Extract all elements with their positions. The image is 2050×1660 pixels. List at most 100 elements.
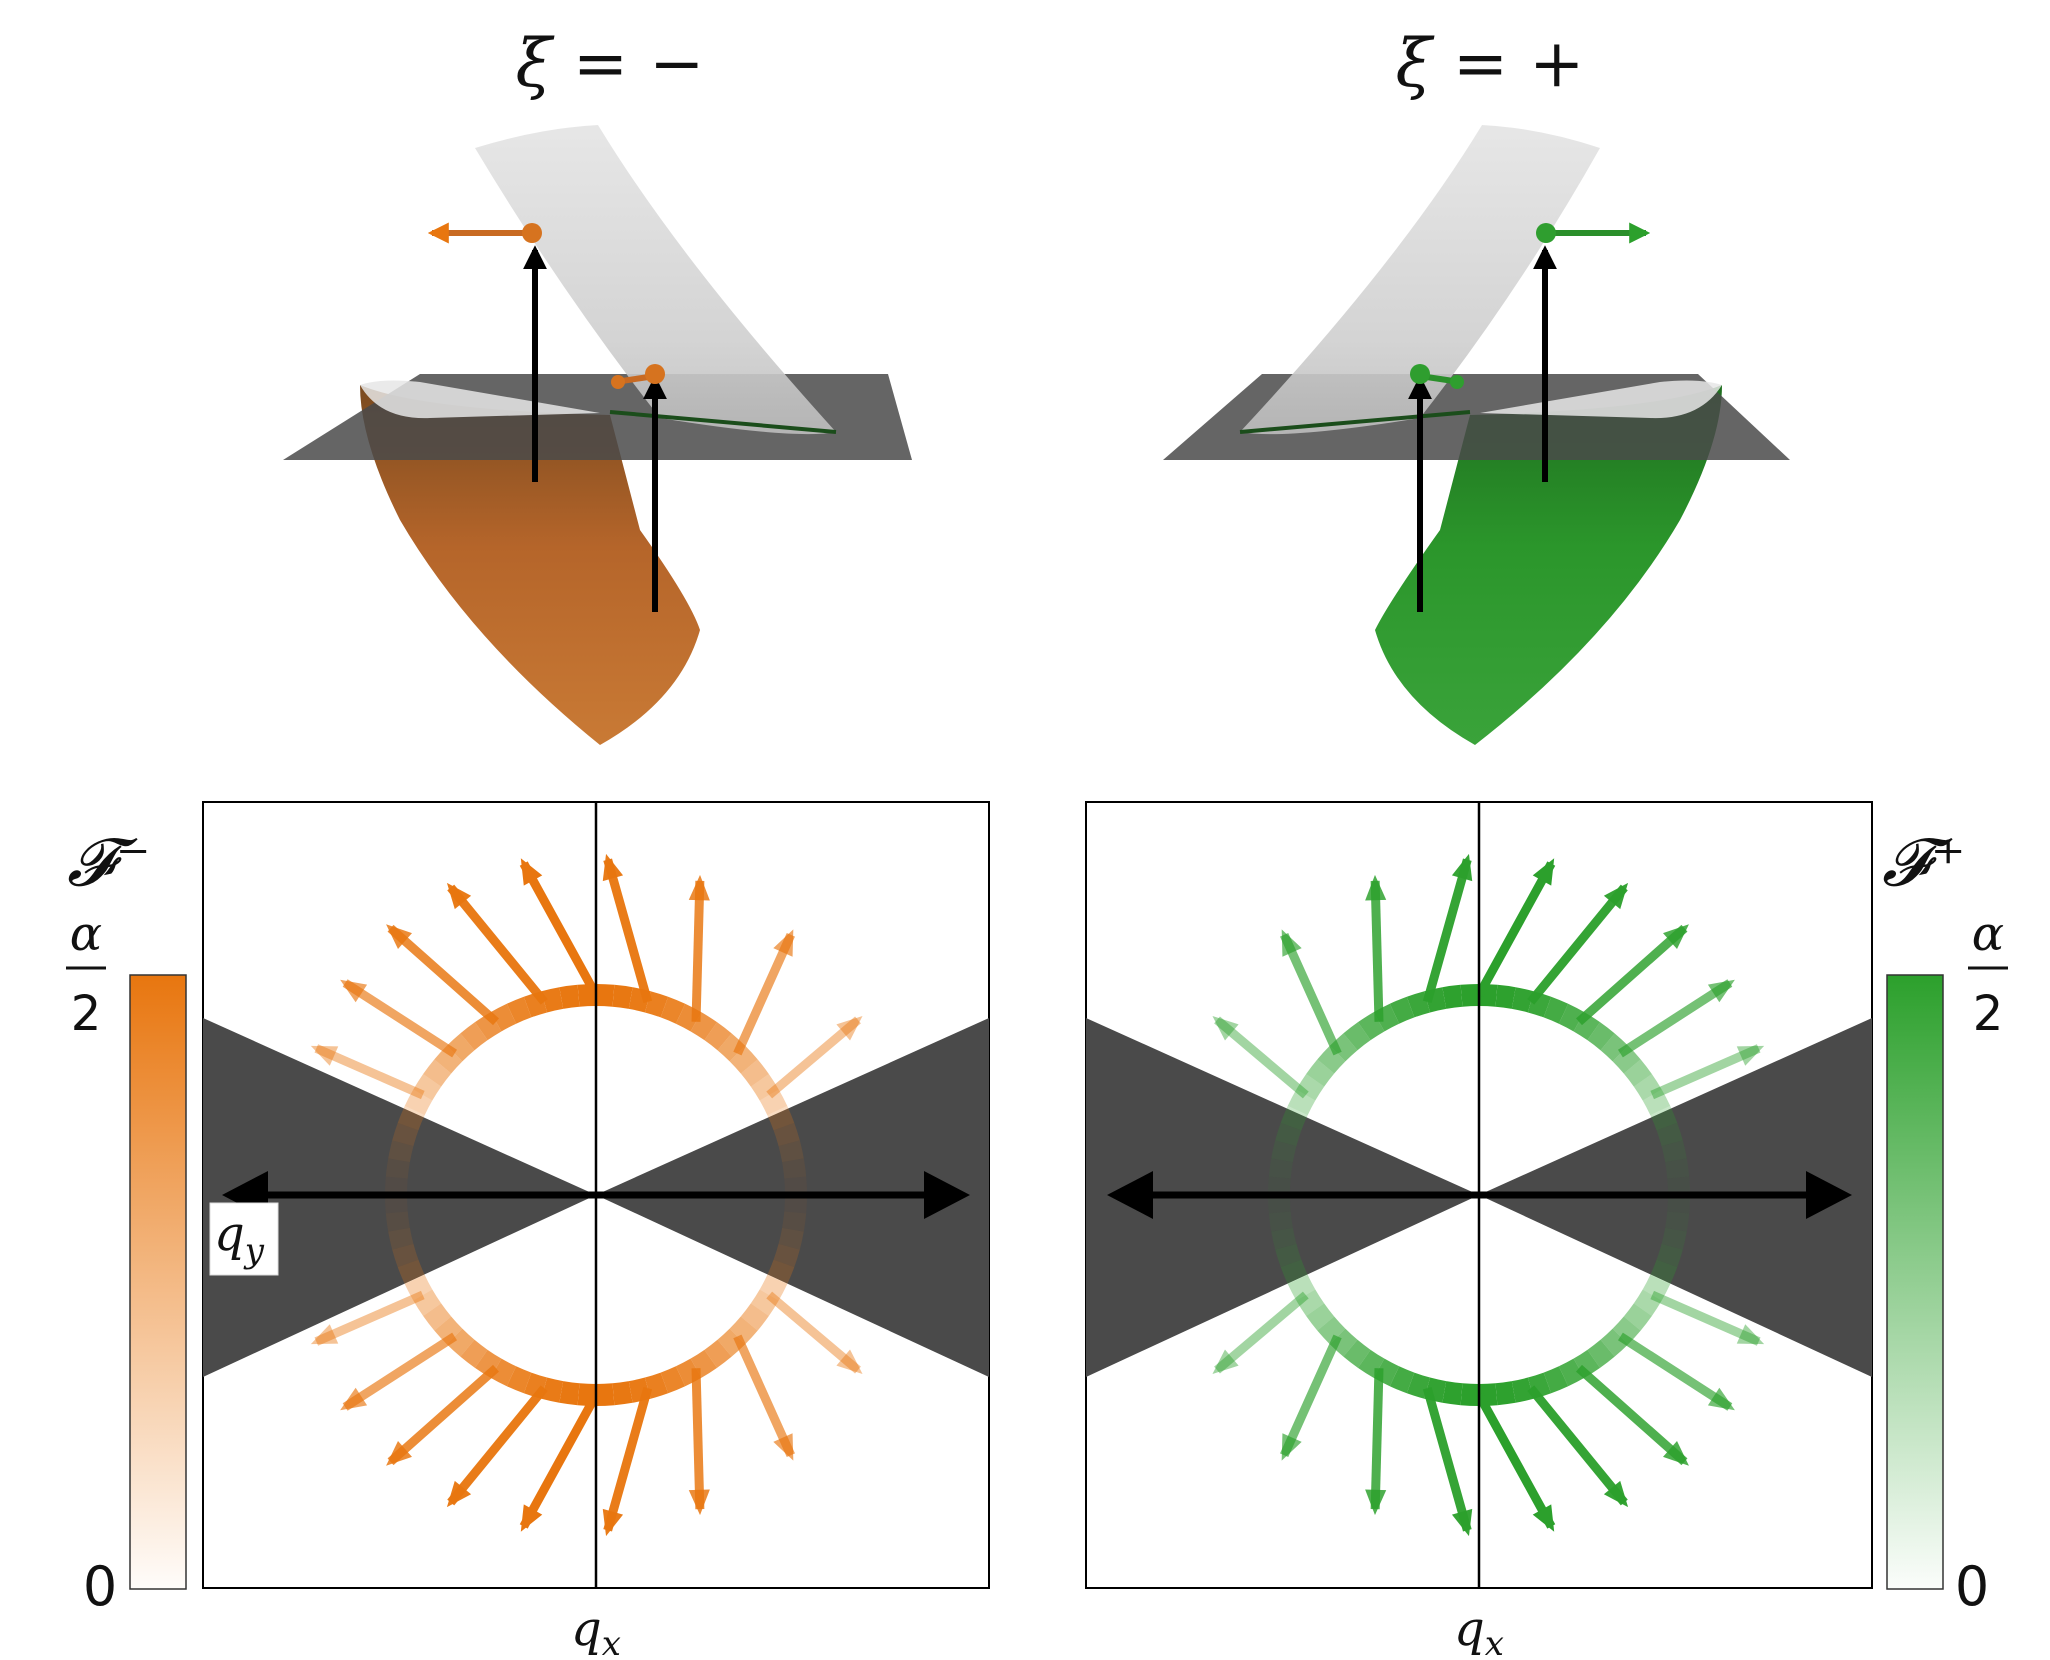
ring-segment	[413, 1073, 442, 1101]
ring-segment	[385, 1211, 410, 1232]
ring-segment	[740, 1059, 769, 1087]
field-label-left: 𝓕⁻	[67, 824, 151, 901]
ring-segment	[1511, 1377, 1534, 1403]
ring-segment	[729, 1045, 758, 1074]
title-right: ξ = +	[1396, 25, 1585, 102]
field-arrow-shaft	[1280, 932, 1342, 1056]
ring-segment	[490, 1003, 517, 1032]
ring-segment	[750, 1289, 779, 1317]
field-arrow-head	[1532, 1504, 1555, 1532]
cone-upper-right-lip	[1480, 380, 1722, 419]
ring-segment	[1442, 984, 1463, 1009]
ring-segment	[541, 1377, 564, 1403]
ring-segment	[704, 1022, 732, 1051]
field-arrow-shaft	[1422, 858, 1472, 1004]
field-arrow-shaft	[1617, 1332, 1733, 1411]
ring-segment	[773, 1243, 800, 1268]
field-arrow-shaft	[1475, 861, 1556, 998]
field-arrow-head	[1365, 874, 1387, 901]
field-arrow-shaft	[1214, 1016, 1309, 1099]
ring-segment	[1633, 1073, 1662, 1101]
ring-segment	[1389, 1366, 1415, 1394]
field-arrow-shaft	[1422, 1386, 1472, 1532]
field-arrow-shaft	[1576, 1364, 1688, 1466]
field-arrow-head	[1707, 979, 1735, 1003]
ring-segment	[782, 1211, 807, 1232]
field-arrow-head	[520, 1504, 543, 1532]
vector-tail-left-2	[611, 375, 625, 389]
field-arrow-shaft	[733, 932, 795, 1056]
ring-segment	[1460, 984, 1480, 1007]
ylabel-box-left	[209, 1202, 279, 1276]
ring-segment	[397, 1105, 425, 1131]
colorbar-left-max-denominator: 2	[71, 986, 102, 1042]
ring-segment	[1543, 996, 1569, 1024]
field-arrow-shaft	[1475, 1392, 1556, 1529]
cone-upper-left-lip	[360, 380, 600, 419]
cone-3d-right	[1163, 125, 1790, 745]
field-arrow-shaft	[1617, 979, 1733, 1058]
ring-segment	[1406, 1372, 1431, 1399]
ring-segment	[1357, 1012, 1385, 1041]
ring-segment	[1287, 1089, 1316, 1116]
ring-segment	[1306, 1303, 1335, 1331]
cone-3d-left	[283, 125, 912, 745]
ring-right	[1212, 853, 1765, 1537]
field-arrow-head	[340, 979, 368, 1003]
field-arrow-shaft	[1650, 1290, 1761, 1346]
field-arrow-head	[836, 1349, 863, 1374]
ring-segment	[778, 1140, 804, 1163]
ring-segment	[392, 1122, 419, 1147]
field-arrow-head	[602, 853, 624, 882]
arrowhead-right-east	[1806, 1171, 1852, 1219]
ring-segment	[413, 1289, 442, 1317]
vector-pin-left-2	[645, 364, 665, 384]
ring-segment	[1275, 1122, 1302, 1147]
colorbar-left-max-numerator: α	[70, 906, 102, 962]
ring-segment	[773, 1122, 800, 1147]
ring-segment	[1558, 1358, 1585, 1387]
field-arrow-shaft	[1527, 1385, 1628, 1506]
ring-segment	[1268, 1158, 1293, 1179]
field-arrow-head	[688, 1489, 710, 1516]
colorbar-left-bar	[129, 974, 187, 1590]
cone-lower-left	[360, 385, 700, 745]
ring-segment	[1656, 1122, 1683, 1147]
ring-segment	[541, 987, 564, 1013]
ring-segment	[1587, 1022, 1615, 1051]
ring-segment	[559, 1381, 580, 1406]
field-arrow-shaft	[1576, 924, 1688, 1026]
field-arrow-head	[1281, 929, 1302, 957]
ring-segment	[1623, 1059, 1652, 1087]
field-arrow-shaft	[342, 1332, 458, 1411]
field-arrow-shaft	[314, 1044, 425, 1100]
ring-segment	[644, 991, 669, 1018]
colorbar-right-min: 0	[1955, 1555, 1989, 1618]
ring-segment	[1600, 1328, 1629, 1357]
ring-segment	[460, 1339, 488, 1368]
field-arrow-shaft	[1280, 1334, 1342, 1458]
cone-upper-left	[475, 125, 836, 435]
ring-segment	[1296, 1073, 1325, 1101]
ylabel-left-sub: y	[243, 1231, 265, 1271]
ring-segment	[460, 1022, 488, 1051]
field-arrow-head	[1365, 1489, 1387, 1516]
field-arrow-head	[520, 858, 543, 886]
ring-segment	[595, 984, 615, 1007]
colorbar-right-max-numerator: α	[1972, 906, 2004, 962]
ring-segment	[1495, 984, 1516, 1009]
panel-2d-left: qy qx	[202, 801, 990, 1660]
field-arrow-head	[310, 1045, 339, 1066]
ring-segment	[1650, 1259, 1678, 1285]
ring-segment	[740, 1303, 769, 1331]
field-arrow-head	[446, 1480, 472, 1508]
field-arrow-head	[836, 1016, 863, 1041]
ring-segment	[1280, 1105, 1308, 1131]
field-arrow-shaft	[766, 1291, 861, 1374]
field-arrow-shaft	[766, 1016, 861, 1099]
field-arrow-head	[446, 882, 472, 910]
field-arrow-shaft	[519, 861, 600, 998]
field-arrow-head	[773, 1433, 794, 1461]
ring-segment	[559, 984, 580, 1009]
